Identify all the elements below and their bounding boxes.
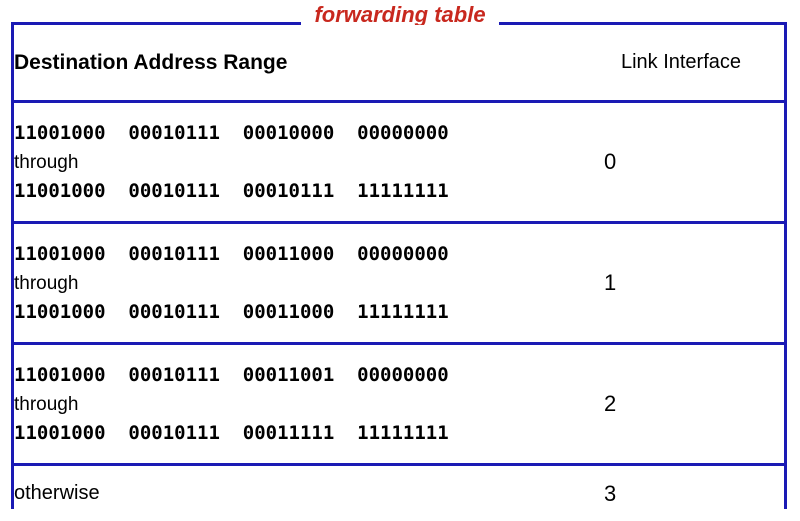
- table-row[interactable]: 11001000 00010111 00011001 00000000 thro…: [14, 344, 784, 465]
- otherwise-cell: otherwise: [14, 465, 578, 521]
- link-interface-cell: 3: [578, 465, 784, 521]
- address-range-start: 11001000 00010111 00011000 00000000: [14, 240, 578, 269]
- link-interface-value: 3: [578, 481, 784, 507]
- address-range-start: 11001000 00010111 00010000 00000000: [14, 119, 578, 148]
- column-header-destination-address-range: Destination Address Range: [14, 25, 578, 102]
- address-range-connector: through: [14, 390, 578, 419]
- address-range-connector: through: [14, 148, 578, 177]
- link-interface-cell: 0: [578, 102, 784, 223]
- address-range-cell: 11001000 00010111 00011000 00000000 thro…: [14, 223, 578, 344]
- link-interface-cell: 1: [578, 223, 784, 344]
- address-range-cell: 11001000 00010111 00011001 00000000 thro…: [14, 344, 578, 465]
- column-header-link-interface: Link Interface: [578, 25, 784, 102]
- link-interface-value: 2: [578, 391, 784, 417]
- address-range-end: 11001000 00010111 00011000 11111111: [14, 298, 578, 327]
- address-range-end: 11001000 00010111 00010111 11111111: [14, 177, 578, 206]
- address-range-start: 11001000 00010111 00011001 00000000: [14, 361, 578, 390]
- address-range-connector: through: [14, 269, 578, 298]
- forwarding-table: Destination Address Range Link Interface…: [14, 25, 784, 521]
- table-header-row: Destination Address Range Link Interface: [14, 25, 784, 102]
- table-row-otherwise[interactable]: otherwise 3: [14, 465, 784, 521]
- otherwise-label: otherwise: [14, 482, 100, 504]
- table-row[interactable]: 11001000 00010111 00011000 00000000 thro…: [14, 223, 784, 344]
- table-row[interactable]: 11001000 00010111 00010000 00000000 thro…: [14, 102, 784, 223]
- link-interface-cell: 2: [578, 344, 784, 465]
- address-range-end: 11001000 00010111 00011111 11111111: [14, 419, 578, 448]
- address-range-cell: 11001000 00010111 00010000 00000000 thro…: [14, 102, 578, 223]
- link-interface-value: 0: [578, 149, 784, 175]
- link-interface-value: 1: [578, 270, 784, 296]
